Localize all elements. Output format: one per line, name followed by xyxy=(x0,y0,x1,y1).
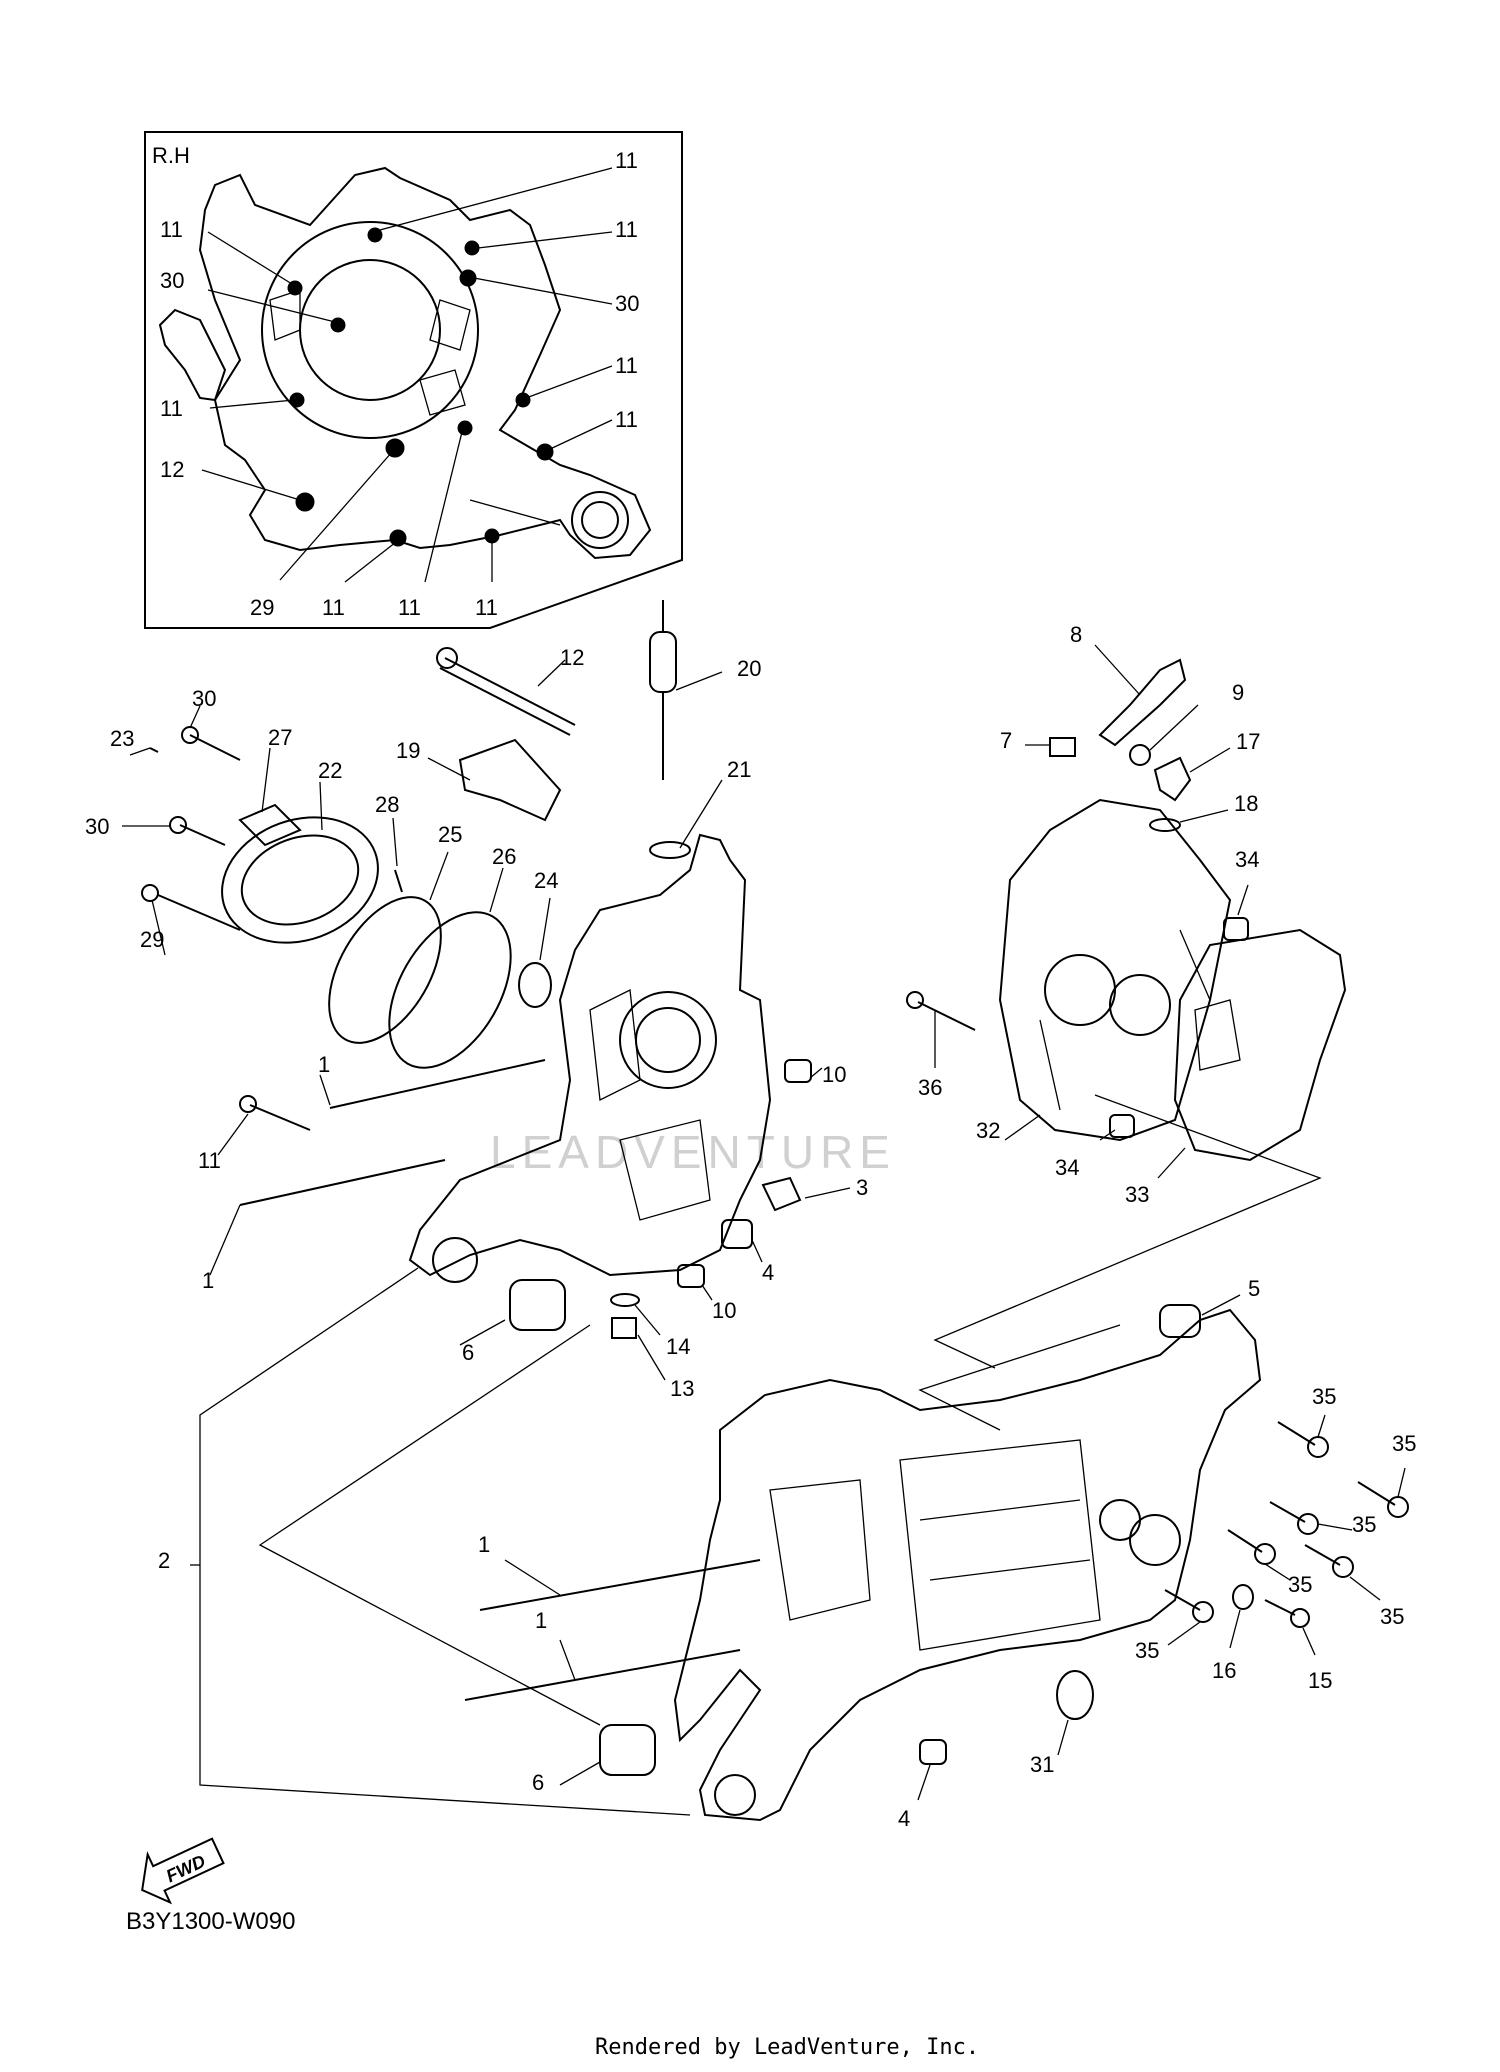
watermark: LEADVENTURE xyxy=(490,1126,896,1178)
callout-6-a: 6 xyxy=(462,1340,474,1365)
callout-inset-11-c: 11 xyxy=(615,217,638,242)
callout-labels: 12 20 21 30 23 27 22 19 28 25 26 24 30 2… xyxy=(85,622,1416,1831)
callout-8: 8 xyxy=(1070,622,1082,647)
inset-side-label: R.H xyxy=(152,143,190,168)
callout-31: 31 xyxy=(1030,1752,1054,1777)
callout-4-b: 4 xyxy=(898,1806,910,1831)
callout-14: 14 xyxy=(666,1334,690,1359)
callout-inset-11-h: 11 xyxy=(398,595,421,620)
callout-24: 24 xyxy=(534,868,558,893)
callout-35-a: 35 xyxy=(1312,1384,1336,1409)
callout-19: 19 xyxy=(396,738,420,763)
callout-35-e: 35 xyxy=(1380,1604,1404,1629)
callout-4-a: 4 xyxy=(762,1260,774,1285)
callout-11: 11 xyxy=(198,1148,221,1173)
callout-inset-29: 29 xyxy=(250,595,274,620)
bolt-set-35 xyxy=(1164,1421,1409,1623)
callout-13: 13 xyxy=(670,1376,694,1401)
callout-inset-30-a: 30 xyxy=(160,268,184,293)
callout-22: 22 xyxy=(318,758,342,783)
callout-35-d: 35 xyxy=(1288,1572,1312,1597)
callout-7: 7 xyxy=(1000,728,1012,753)
callout-18: 18 xyxy=(1234,791,1258,816)
callout-23: 23 xyxy=(110,726,134,751)
callout-10-a: 10 xyxy=(822,1062,846,1087)
callout-29: 29 xyxy=(140,927,164,952)
callout-16: 16 xyxy=(1212,1658,1236,1683)
callout-9: 9 xyxy=(1232,680,1244,705)
callout-35-b: 35 xyxy=(1392,1431,1416,1456)
callout-30-a: 30 xyxy=(192,686,216,711)
callout-3: 3 xyxy=(856,1175,868,1200)
left-crankcase-assembly xyxy=(122,600,851,1381)
callout-12: 12 xyxy=(560,645,584,670)
callout-1-b: 1 xyxy=(202,1268,214,1293)
callout-15: 15 xyxy=(1308,1668,1332,1693)
callout-inset-11-f: 11 xyxy=(615,407,638,432)
lower-crankcase xyxy=(190,1267,1409,1822)
fwd-arrow: FWD xyxy=(141,1837,225,1905)
callout-21: 21 xyxy=(727,757,751,782)
callout-35-f: 35 xyxy=(1135,1638,1159,1663)
callout-27: 27 xyxy=(268,725,292,750)
inset-rh-view: R.H 11 xyxy=(144,131,683,629)
callout-25: 25 xyxy=(438,822,462,847)
callout-10-b: 10 xyxy=(712,1298,736,1323)
diagram-code: B3Y1300-W090 xyxy=(126,1908,295,1935)
callout-36: 36 xyxy=(918,1075,942,1100)
callout-17: 17 xyxy=(1236,729,1260,754)
callout-inset-11-g: 11 xyxy=(322,595,345,620)
callout-1-c: 1 xyxy=(478,1532,490,1557)
callout-inset-11-d: 11 xyxy=(615,353,638,378)
callout-30-b: 30 xyxy=(85,814,109,839)
callout-35-c: 35 xyxy=(1352,1512,1376,1537)
callout-32: 32 xyxy=(976,1118,1000,1143)
callout-34-a: 34 xyxy=(1235,847,1259,872)
callout-1-d: 1 xyxy=(535,1608,547,1633)
footer-credit: Rendered by LeadVenture, Inc. xyxy=(595,2035,979,2060)
callout-inset-11-e: 11 xyxy=(160,396,183,421)
callout-28: 28 xyxy=(375,792,399,817)
callout-5: 5 xyxy=(1248,1276,1260,1301)
callout-20: 20 xyxy=(737,656,761,681)
callout-2: 2 xyxy=(158,1548,170,1573)
callout-6-b: 6 xyxy=(532,1770,544,1795)
callout-inset-30-b: 30 xyxy=(615,291,639,316)
callout-26: 26 xyxy=(492,844,516,869)
callout-33: 33 xyxy=(1125,1182,1149,1207)
callout-inset-12: 12 xyxy=(160,457,184,482)
callout-inset-11-a: 11 xyxy=(615,148,638,173)
callout-inset-11-i: 11 xyxy=(475,595,498,620)
callout-34-b: 34 xyxy=(1055,1155,1079,1180)
callout-1-a: 1 xyxy=(318,1052,330,1077)
right-cover-assembly xyxy=(906,644,1347,1369)
callout-inset-11-b: 11 xyxy=(160,217,183,242)
